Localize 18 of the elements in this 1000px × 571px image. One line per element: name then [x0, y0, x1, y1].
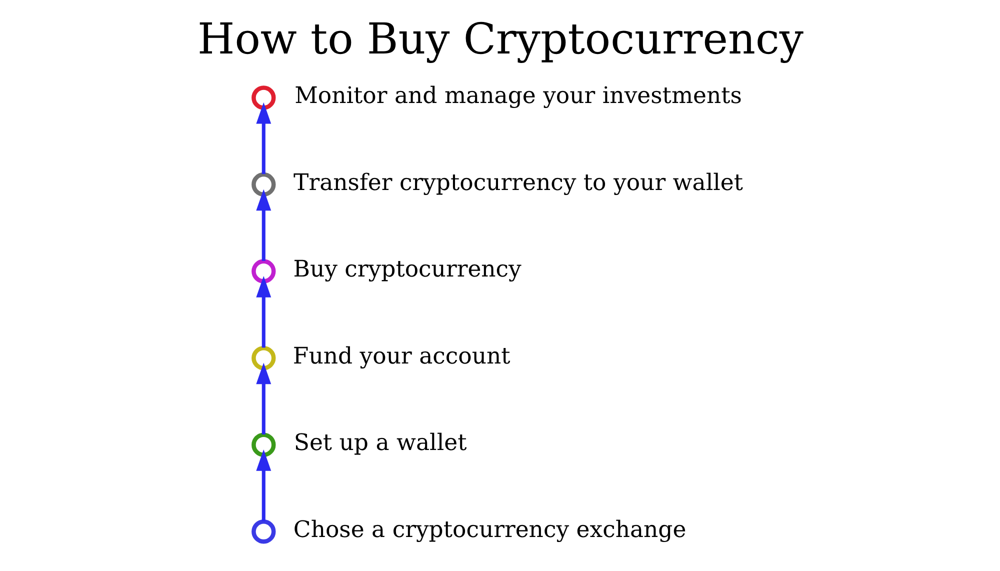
node-label: Buy cryptocurrency — [292, 256, 521, 283]
node-circle — [251, 520, 276, 544]
arrow — [256, 189, 271, 261]
node-label: Transfer cryptocurrency to your wallet — [293, 170, 743, 196]
arrow — [256, 362, 271, 434]
node-circle — [251, 86, 276, 110]
arrow — [256, 102, 271, 174]
arrow — [256, 276, 271, 348]
node-label: Fund your account — [292, 343, 510, 370]
node-label: Monitor and manage your investments — [294, 83, 742, 110]
node-circle — [251, 172, 276, 197]
node-label: Set up a wallet — [293, 430, 466, 456]
arrow — [256, 450, 271, 522]
node-circle — [251, 346, 276, 370]
node-circle — [251, 432, 276, 457]
node-label: Chose a cryptocurrency exchange — [292, 517, 686, 544]
diagram-title: How to Buy Cryptocurrency — [197, 14, 803, 65]
node-circle — [251, 259, 276, 284]
